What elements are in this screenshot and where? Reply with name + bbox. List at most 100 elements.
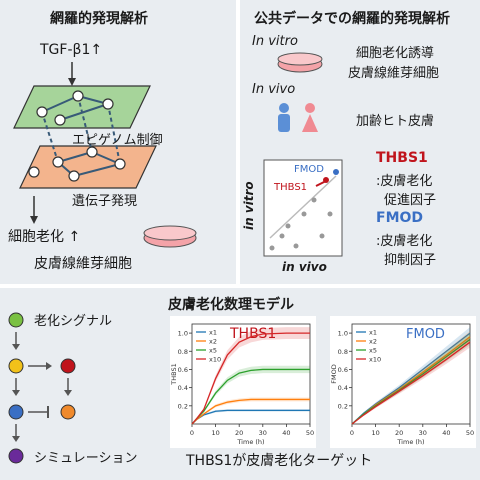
- y-tick-label: 0.8: [178, 348, 188, 356]
- panel-expression-analysis: 網羅的発現解析 TGF-β1↑: [0, 0, 236, 284]
- petri-dish-icon: [143, 225, 197, 248]
- plot-frame: [351, 323, 471, 425]
- male-person-icon: [278, 103, 290, 132]
- arrowhead-icon: [64, 390, 72, 396]
- x-tick-label: 50: [306, 429, 314, 437]
- conclusion-text: THBS1が皮膚老化ターゲット: [186, 453, 373, 469]
- x-axis-label: Time (h): [236, 438, 264, 446]
- panel-math-model: 皮膚老化数理モデル 老化シグナル シミュレーション 0 10 20 30 40 50 0.2…: [0, 288, 480, 480]
- x-tick-label: 30: [259, 429, 267, 437]
- x-tick-label: 40: [442, 429, 450, 437]
- chart-background: [170, 316, 316, 448]
- y-axis-label: FMOD: [330, 364, 338, 383]
- series-x5-band: [192, 365, 310, 424]
- petri-dish-icon: [277, 52, 323, 73]
- scatter-points: [269, 197, 333, 251]
- epigenome-diagram: [13, 62, 197, 248]
- y-tick-label: 0.4: [178, 384, 188, 392]
- x-tick-label: 30: [419, 429, 427, 437]
- simulation-node: [8, 448, 24, 464]
- y-axis-label: THBS1: [170, 363, 178, 385]
- panel3-title: 皮膚老化数理モデル: [168, 297, 294, 313]
- scatter-xlabel: in vivo: [282, 260, 327, 274]
- legend-label-x5: x5: [369, 347, 377, 355]
- signal-label: 老化シグナル: [34, 314, 113, 329]
- fmod-desc-2: 抑制因子: [384, 253, 437, 268]
- arrowhead-icon: [46, 362, 52, 370]
- panel2-title: 公共データでの網羅的発現解析: [254, 11, 450, 27]
- female-person-icon: [302, 103, 318, 132]
- series-x2-line: [191, 398, 310, 425]
- y-tick-label: 0.8: [338, 348, 348, 356]
- y-tick-label: 1.0: [338, 330, 348, 338]
- network-nodes: [28, 90, 126, 182]
- series-x10-line: [351, 341, 471, 425]
- series-x10-line: [191, 332, 310, 425]
- x-tick-label: 40: [282, 429, 290, 437]
- y-tick-label: 0.6: [178, 366, 188, 374]
- invitro-desc-1: 細胞老化誘導: [356, 46, 435, 61]
- blue-node: [8, 404, 24, 420]
- red-node: [60, 358, 76, 374]
- fmod-name: FMOD: [376, 210, 424, 226]
- orange-node: [60, 404, 76, 420]
- x-tick-label: 50: [466, 429, 474, 437]
- x-tick-label: 10: [371, 429, 379, 437]
- gene-expression-label: 遺伝子発現: [72, 194, 138, 209]
- thbs1-desc-2: 促進因子: [384, 193, 437, 208]
- senescence-label: 細胞老化 ↑: [8, 229, 81, 245]
- thbs1-name: THBS1: [376, 150, 428, 166]
- x-tick-label: 0: [350, 429, 354, 437]
- invitro-desc-2: 皮膚線維芽細胞: [348, 66, 440, 81]
- series-x5-line: [351, 338, 471, 425]
- legend-label-x10: x10: [209, 356, 221, 364]
- arrowhead-icon: [30, 216, 38, 224]
- legend-label-x10: x10: [369, 356, 381, 364]
- legend-label-x1: x1: [209, 329, 217, 337]
- scatter-ylabel: in vitro: [242, 181, 256, 230]
- legend-label-x1: x1: [369, 329, 377, 337]
- y-tick-label: 0.2: [178, 402, 188, 410]
- scatter-thbs1-label: THBS1: [274, 182, 308, 193]
- series-x10-band: [192, 327, 310, 424]
- signal-node: [8, 312, 24, 328]
- x-tick-label: 10: [211, 429, 219, 437]
- thbs1-pointer: [315, 180, 327, 187]
- y-tick-label: 0.2: [338, 402, 348, 410]
- y-tick-label: 0.4: [338, 384, 348, 392]
- panel-public-data: 公共データでの網羅的発現解析 In vitro In vivo 細胞老化誘導 皮…: [240, 0, 480, 284]
- scatter-fmod-label: FMOD: [294, 164, 324, 175]
- y-tick-label: 0.6: [338, 366, 348, 374]
- arrowhead-icon: [12, 344, 20, 350]
- invitro-label: In vitro: [252, 34, 298, 49]
- chart-title: FMOD: [406, 327, 445, 342]
- arrowhead-icon: [68, 78, 76, 86]
- arrowhead-icon: [12, 390, 20, 396]
- plot-frame: [191, 323, 311, 425]
- x-tick-label: 0: [190, 429, 194, 437]
- invivo-desc: 加齢ヒト皮膚: [356, 114, 435, 129]
- simulation-label: シミュレーション: [34, 451, 138, 466]
- panel2-graphics: [263, 52, 343, 257]
- series-x1-line: [351, 332, 471, 425]
- epigenome-plane: [13, 85, 151, 129]
- tgf-label: TGF-β1↑: [40, 42, 103, 58]
- panel1-title: 網羅的発現解析: [50, 11, 148, 27]
- legend-label-x5: x5: [209, 347, 217, 355]
- model-network: [8, 312, 76, 464]
- x-axis-label: Time (h): [396, 438, 424, 446]
- chart-background: [330, 316, 476, 448]
- x-tick-label: 20: [395, 429, 403, 437]
- y-tick-label: 1.0: [178, 330, 188, 338]
- x-tick-label: 20: [235, 429, 243, 437]
- invivo-label: In vivo: [252, 82, 296, 97]
- chart-title: THBS1: [229, 326, 276, 342]
- fmod-desc-1: :皮膚老化: [376, 234, 433, 249]
- legend-label-x2: x2: [209, 338, 217, 346]
- yellow-node: [8, 358, 24, 374]
- epigenome-label: エピゲノム制御: [72, 133, 163, 148]
- fibroblast-label: 皮膚線維芽細胞: [34, 256, 132, 272]
